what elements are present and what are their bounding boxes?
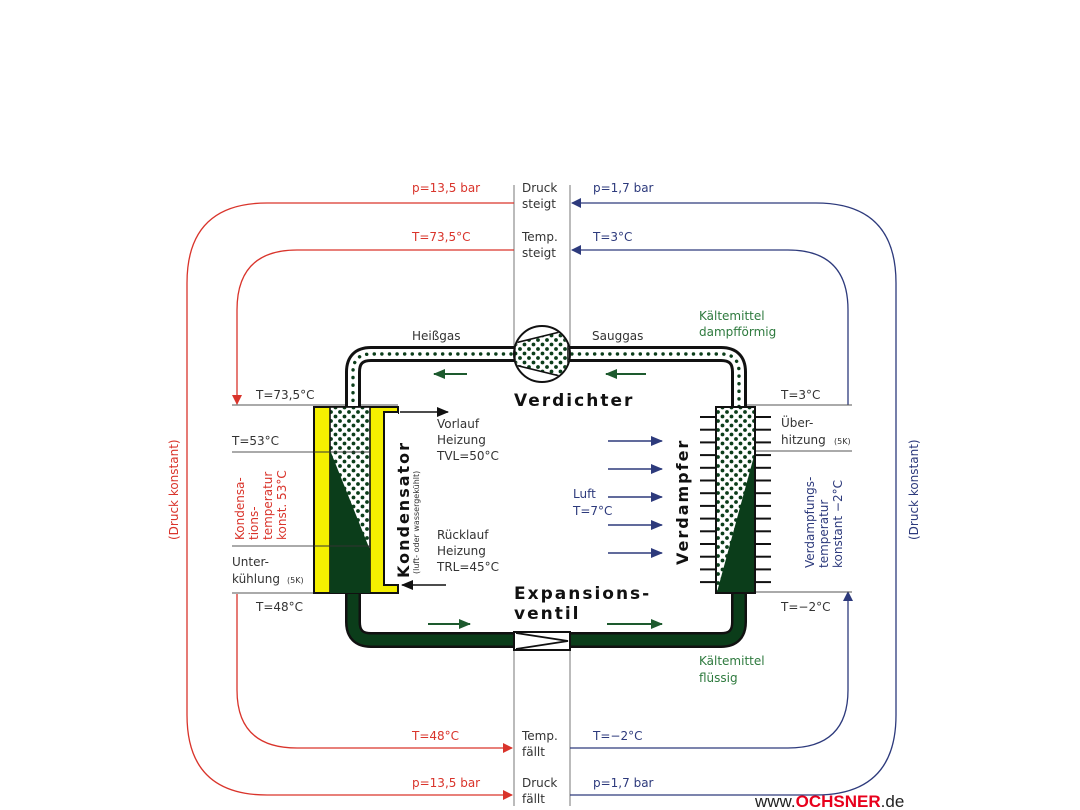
top-pressure-change-1: Druck — [522, 181, 557, 195]
right-pressure-constant: (Druck konstant) — [907, 439, 921, 540]
bottom-temp-high: T=48°C — [411, 729, 459, 743]
superheat-label-2: hitzung — [781, 433, 826, 447]
low-temp-line-inner-bottom — [570, 591, 853, 749]
bottom-pressure-low: p=1,7 bar — [593, 776, 654, 790]
condensation-temp: T=53°C — [231, 434, 279, 448]
subcooling-label-1: Unter- — [232, 555, 269, 569]
flow-label-2: Heizung — [437, 433, 486, 447]
liquid-state-label-1: Kältemittel — [699, 654, 765, 668]
condenser-outlet-temp: T=48°C — [255, 600, 303, 614]
top-pressure-low: p=1,7 bar — [593, 181, 654, 195]
low-pressure-line-outer — [570, 198, 897, 796]
svg-text:konstant −2°C: konstant −2°C — [831, 480, 845, 568]
svg-text:(Druck konstant): (Druck konstant) — [167, 439, 181, 540]
return-label-2: Heizung — [437, 544, 486, 558]
subcooling-kelvin: (5K) — [287, 576, 304, 585]
high-temp-line-inner-top — [232, 249, 514, 405]
superheat-label-1: Über- — [781, 414, 813, 430]
high-temp-line-inner-bottom — [236, 594, 513, 753]
evaporator-label: Verdampfer — [673, 439, 692, 565]
top-temp-change-2: steigt — [522, 246, 556, 260]
low-temp-line-inner-top — [571, 245, 849, 405]
vapor-state-label-1: Kältemittel — [699, 309, 765, 323]
flow-temp: TVL=50°C — [436, 449, 499, 463]
condenser — [313, 406, 401, 594]
top-pressure-change-2: steigt — [522, 197, 556, 211]
superheat-kelvin: (5K) — [834, 437, 851, 446]
svg-text:tions-: tions- — [247, 506, 261, 540]
compressor-label: Verdichter — [514, 391, 634, 411]
bottom-temp-low: T=−2°C — [592, 729, 642, 743]
svg-text:temperatur: temperatur — [817, 500, 831, 568]
evaporator-label-group: Verdampfer — [673, 439, 692, 565]
bottom-temp-change-1: Temp. — [521, 729, 558, 743]
evaporation-temp-note: Verdampfungs- temperatur konstant −2°C — [803, 477, 845, 568]
liquid-state-label-2: flüssig — [699, 671, 738, 685]
top-pressure-high: p=13,5 bar — [412, 181, 480, 195]
high-pressure-line-outer — [186, 202, 514, 800]
compressor-icon — [513, 325, 571, 383]
expansion-valve-icon — [513, 631, 571, 651]
return-temp: TRL=45°C — [436, 560, 499, 574]
top-temp-change-1: Temp. — [521, 230, 558, 244]
condensation-temp-note: Kondensa- tions- temperatur konst. 53°C — [233, 470, 289, 540]
evaporator — [700, 406, 771, 594]
top-temp-high: T=73,5°C — [411, 230, 470, 244]
air-flow-arrows — [608, 436, 663, 558]
air-label: Luft — [573, 487, 596, 501]
svg-text:Verdampfungs-: Verdampfungs- — [803, 477, 817, 568]
top-temp-low: T=3°C — [592, 230, 632, 244]
subcooling-label-2: kühlung — [232, 572, 280, 586]
air-temp: T=7°C — [572, 504, 612, 518]
return-label-1: Rücklauf — [437, 528, 489, 542]
evaporator-outlet-temp: T=3°C — [780, 388, 820, 402]
condenser-sublabel: (luft- oder wassergekühlt) — [412, 471, 421, 574]
suction-gas-label: Sauggas — [592, 329, 643, 343]
condenser-label: Kondensator — [394, 441, 413, 578]
bottom-temp-change-2: fällt — [522, 745, 545, 759]
flow-label-1: Vorlauf — [437, 417, 480, 431]
expansion-label-2: ventil — [514, 604, 581, 624]
svg-text:konst. 53°C: konst. 53°C — [275, 470, 289, 540]
bottom-pressure-high: p=13,5 bar — [412, 776, 480, 790]
expansion-label-1: Expansions- — [514, 584, 651, 604]
svg-text:temperatur: temperatur — [261, 472, 275, 540]
brand-link[interactable]: www.OCHSNER.de — [754, 792, 904, 810]
bottom-pressure-change-2: fällt — [522, 792, 545, 806]
vapor-state-label-2: dampfförmig — [699, 325, 776, 339]
svg-text:(Druck konstant): (Druck konstant) — [907, 439, 921, 540]
left-pressure-constant: (Druck konstant) — [167, 439, 181, 540]
hot-gas-label: Heißgas — [412, 329, 461, 343]
svg-text:Kondensa-: Kondensa- — [233, 477, 247, 540]
condenser-label-group: Kondensator (luft- oder wassergekühlt) — [394, 441, 421, 578]
bottom-pressure-change-1: Druck — [522, 776, 557, 790]
evaporator-inlet-temp: T=−2°C — [780, 600, 830, 614]
condenser-inlet-temp: T=73,5°C — [255, 388, 314, 402]
